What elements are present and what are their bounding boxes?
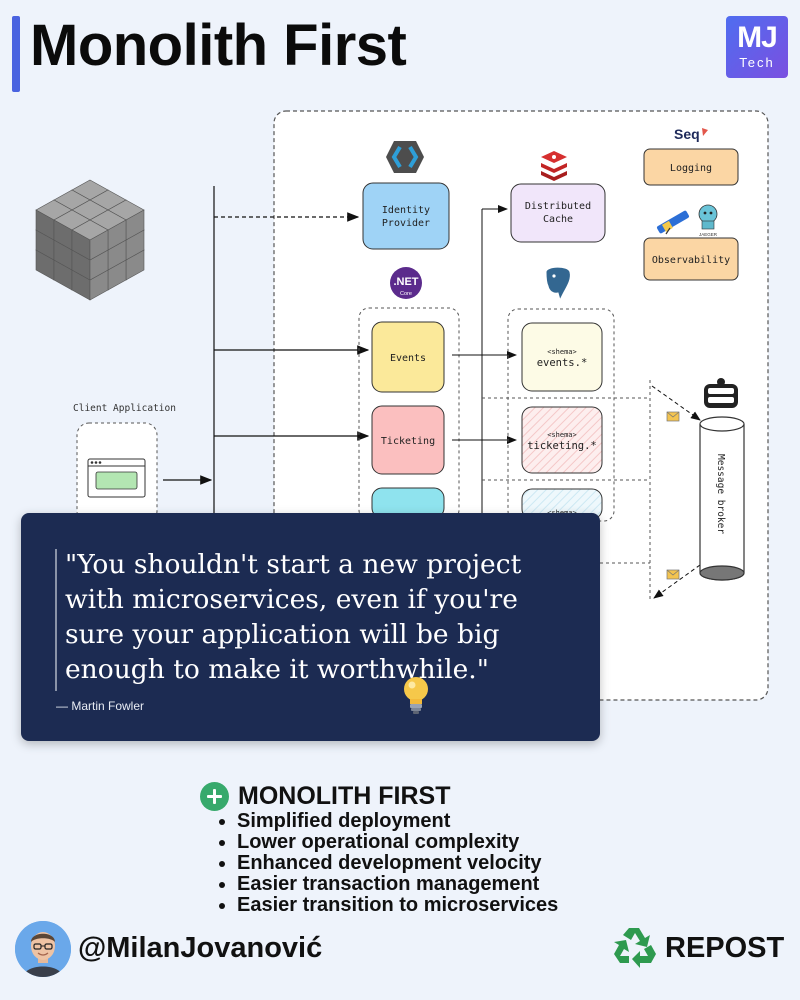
dotnet-icon: .NET Core	[390, 267, 422, 299]
monolith-cube-icon	[35, 179, 145, 301]
benefits-title: MONOLITH FIRST	[238, 782, 451, 810]
svg-text:Core: Core	[400, 291, 412, 297]
page-title: Monolith First	[30, 13, 407, 78]
cache-label-2: Cache	[543, 214, 573, 225]
identity-provider-label-1: Identity	[382, 205, 430, 216]
message-broker-label: Message broker	[715, 454, 726, 534]
quote-text: "You shouldn't start a new project with …	[65, 549, 522, 685]
quote-author: — Martin Fowler	[56, 699, 145, 713]
cache-label-1: Distributed	[525, 201, 591, 212]
jaeger-icon: JAEGER	[698, 204, 718, 237]
author-handle[interactable]: @MilanJovanović	[78, 932, 323, 964]
browser-window-icon	[87, 458, 146, 498]
client-application-label: Client Application	[73, 403, 176, 414]
recycle-icon[interactable]	[610, 922, 660, 972]
logging-label: Logging	[670, 163, 712, 174]
benefit-item: Lower operational complexity	[237, 832, 558, 853]
schemas-container	[507, 308, 615, 522]
message-broker-cylinder	[699, 416, 745, 581]
quote-card: "You shouldn't start a new project with …	[21, 513, 600, 741]
distributed-cache-box	[510, 183, 606, 243]
publish-arrow	[651, 385, 701, 421]
events-schema-tag: <shema>	[547, 348, 577, 356]
quote-left-rule	[55, 549, 57, 691]
jaeger-label: JAEGER	[699, 232, 718, 237]
svg-text:Seq: Seq	[674, 126, 700, 142]
benefit-item: Enhanced development velocity	[237, 853, 558, 874]
logo-sub-text: Tech	[739, 55, 775, 70]
rabbitmq-icon	[704, 378, 738, 408]
ticketing-schema-name: ticketing.*	[527, 440, 597, 452]
ticketing-schema-box	[521, 406, 603, 474]
avatar	[15, 921, 71, 977]
mj-tech-logo: MJ Tech	[726, 16, 788, 78]
plus-icon	[200, 782, 229, 811]
keycloak-icon	[386, 141, 424, 173]
message-envelope-icon	[666, 411, 680, 422]
logo-main-text: MJ	[737, 21, 778, 54]
ticketing-module-box	[371, 405, 445, 475]
identity-provider-box	[362, 182, 450, 250]
events-schema-name: events.*	[537, 357, 588, 369]
avatar-portrait-icon	[15, 921, 71, 977]
ticketing-schema-tag: <shema>	[547, 431, 577, 439]
telescope-icon	[657, 210, 689, 235]
repost-label[interactable]: REPOST	[665, 932, 785, 964]
observability-box	[643, 237, 739, 281]
observability-label: Observability	[652, 255, 730, 266]
title-accent-bar	[12, 16, 20, 92]
benefit-item: Simplified deployment	[237, 811, 558, 832]
benefit-item: Easier transition to microservices	[237, 895, 558, 916]
events-module-box	[371, 321, 445, 393]
redis-icon	[541, 151, 567, 181]
benefit-item: Easier transaction management	[237, 874, 558, 895]
lightbulb-icon	[404, 677, 428, 714]
events-module-label: Events	[390, 353, 426, 364]
benefits-list: Simplified deployment Lower operational …	[217, 811, 558, 916]
consume-arrow	[653, 564, 701, 599]
postgresql-icon	[545, 266, 571, 302]
cube-face	[89, 229, 109, 261]
ticketing-module-label: Ticketing	[381, 436, 435, 447]
seq-icon: Seq	[674, 126, 708, 142]
message-envelope-icon	[666, 569, 680, 580]
identity-provider-label-2: Provider	[382, 218, 430, 229]
logging-box	[643, 148, 739, 186]
svg-text:.NET: .NET	[393, 276, 418, 288]
events-schema-box	[521, 322, 603, 392]
